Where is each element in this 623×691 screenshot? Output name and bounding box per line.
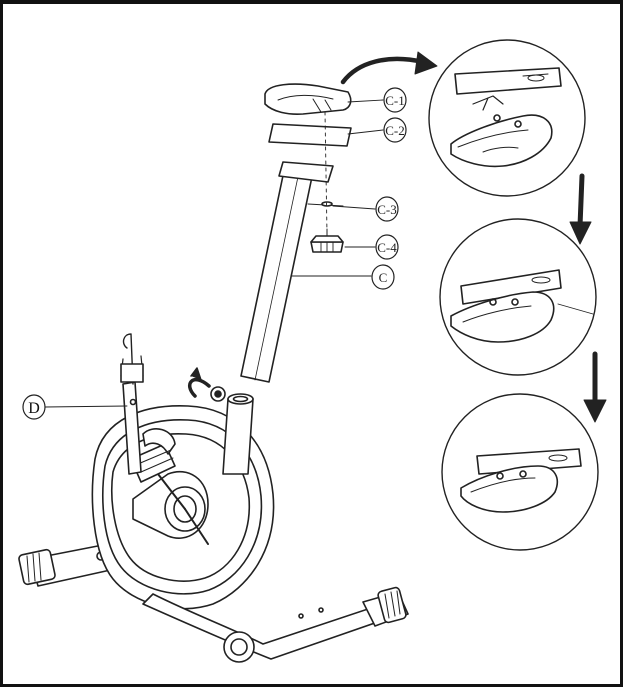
- down-arrow-icon: [569, 173, 592, 245]
- detail-circle-1: [428, 39, 586, 197]
- down-arrow-icon: [583, 351, 607, 423]
- callout-c: [371, 264, 395, 290]
- label-c2: C-2: [385, 123, 405, 138]
- seat-parts: [264, 83, 352, 253]
- curved-arrow-icon: [340, 51, 438, 85]
- callout-d: [22, 394, 46, 420]
- label-callouts: C-1 C-2 C-3 C-4 C D: [22, 87, 407, 420]
- callout-c4: [375, 234, 399, 260]
- leader-lines: [44, 99, 384, 408]
- label-c1: C-1: [385, 93, 405, 108]
- label-c4: C-4: [377, 240, 397, 255]
- label-c: C: [379, 270, 388, 285]
- rotate-arrow-icon: [188, 367, 211, 398]
- label-d: D: [28, 400, 40, 417]
- seat-post: [240, 161, 334, 383]
- detail-circle-2: [439, 218, 597, 376]
- callout-c1: [383, 87, 407, 113]
- detail-circle-3: [441, 393, 599, 551]
- callout-c3: [375, 196, 399, 222]
- label-c3: C-3: [377, 202, 397, 217]
- callout-c2: [383, 117, 407, 143]
- bike-body: [18, 333, 409, 663]
- assembly-diagram: C-1 C-2 C-3 C-4 C D: [18, 39, 607, 663]
